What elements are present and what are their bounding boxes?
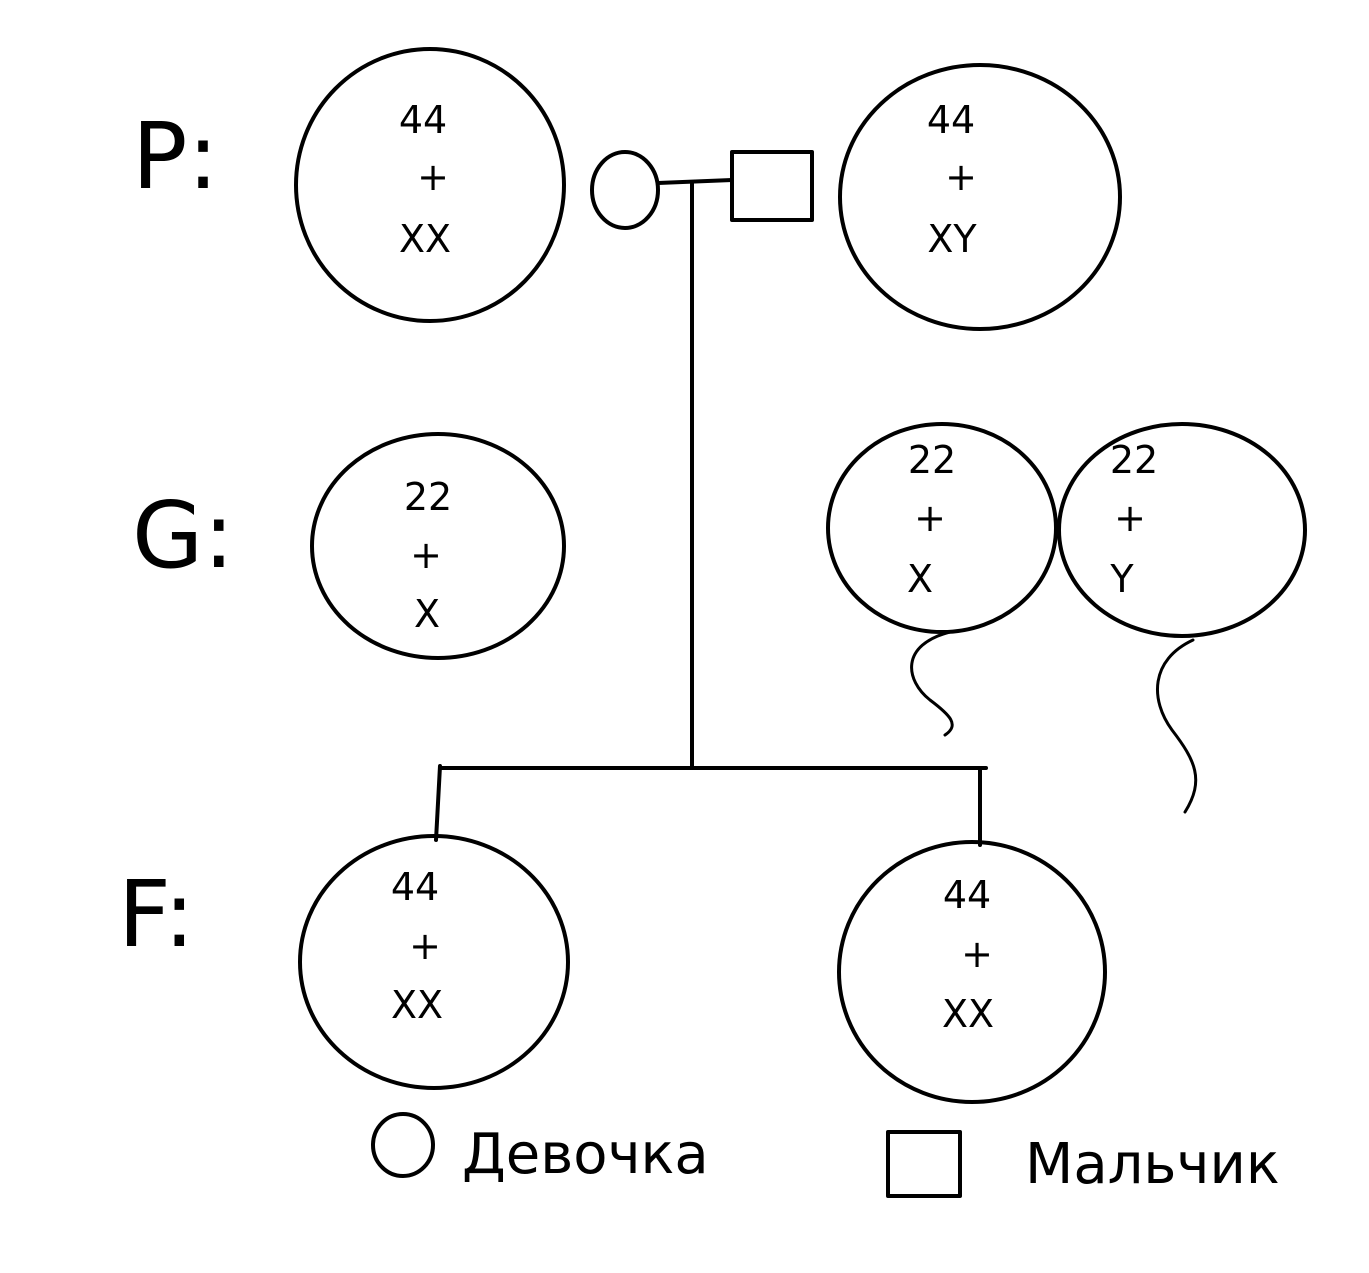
egg-cell: 22 + X [310, 432, 566, 660]
legend-male-icon [886, 1130, 962, 1198]
female-symbol [590, 150, 660, 230]
egg-sex: X [414, 592, 440, 636]
father-plus: + [945, 155, 977, 199]
label-gametes: G: [132, 482, 234, 589]
sperm-x-autosomes: 22 [908, 438, 956, 482]
offspring-1-sex: XX [391, 983, 443, 1027]
offspring-2-cell: 44 + XX [837, 840, 1107, 1104]
offspring-1-plus: + [409, 924, 441, 968]
mother-cell: 44 + XX [294, 47, 566, 323]
father-cell-outline [838, 63, 1122, 331]
sperm-x-tail [910, 630, 954, 737]
egg-cell-outline [310, 432, 566, 660]
legend-female-label: Девочка [462, 1122, 709, 1187]
sperm-y-cell: 22 + Y [1057, 422, 1307, 814]
sperm-x-plus: + [914, 496, 946, 540]
father-cell: 44 + XY [838, 63, 1122, 331]
legend: Девочка Мальчик [371, 1112, 1280, 1198]
sperm-y-sex: Y [1109, 557, 1134, 601]
male-symbol [730, 150, 814, 222]
offspring-1-cell: 44 + XX [298, 834, 570, 1090]
mother-sex: XX [399, 217, 451, 261]
offspring-1-autosomes: 44 [391, 865, 439, 909]
sperm-x-sex: X [907, 557, 933, 601]
legend-female-icon [371, 1112, 435, 1178]
egg-plus: + [410, 533, 442, 577]
offspring-2-sex: XX [942, 992, 994, 1036]
sperm-x-head [826, 422, 1058, 634]
offspring-2-plus: + [961, 932, 993, 976]
father-autosomes: 44 [927, 98, 975, 142]
sperm-y-plus: + [1114, 496, 1146, 540]
offspring-2-autosomes: 44 [943, 873, 991, 917]
sperm-y-tail [1155, 638, 1198, 814]
offspring-2-outline [837, 840, 1107, 1104]
label-offspring: F: [118, 861, 195, 968]
egg-autosomes: 22 [404, 475, 452, 519]
mother-autosomes: 44 [399, 98, 447, 142]
sperm-y-head [1057, 422, 1307, 638]
sperm-y-autosomes: 22 [1110, 438, 1158, 482]
label-parents: P: [132, 103, 218, 210]
mother-plus: + [417, 155, 449, 199]
mother-cell-outline [294, 47, 566, 323]
legend-male-label: Мальчик [1025, 1132, 1280, 1197]
offspring-1-outline [298, 834, 570, 1090]
offspring-1-drop [434, 764, 442, 842]
sperm-x-cell: 22 + X [826, 422, 1058, 737]
marriage-line [656, 178, 734, 185]
father-sex: XY [927, 217, 977, 261]
